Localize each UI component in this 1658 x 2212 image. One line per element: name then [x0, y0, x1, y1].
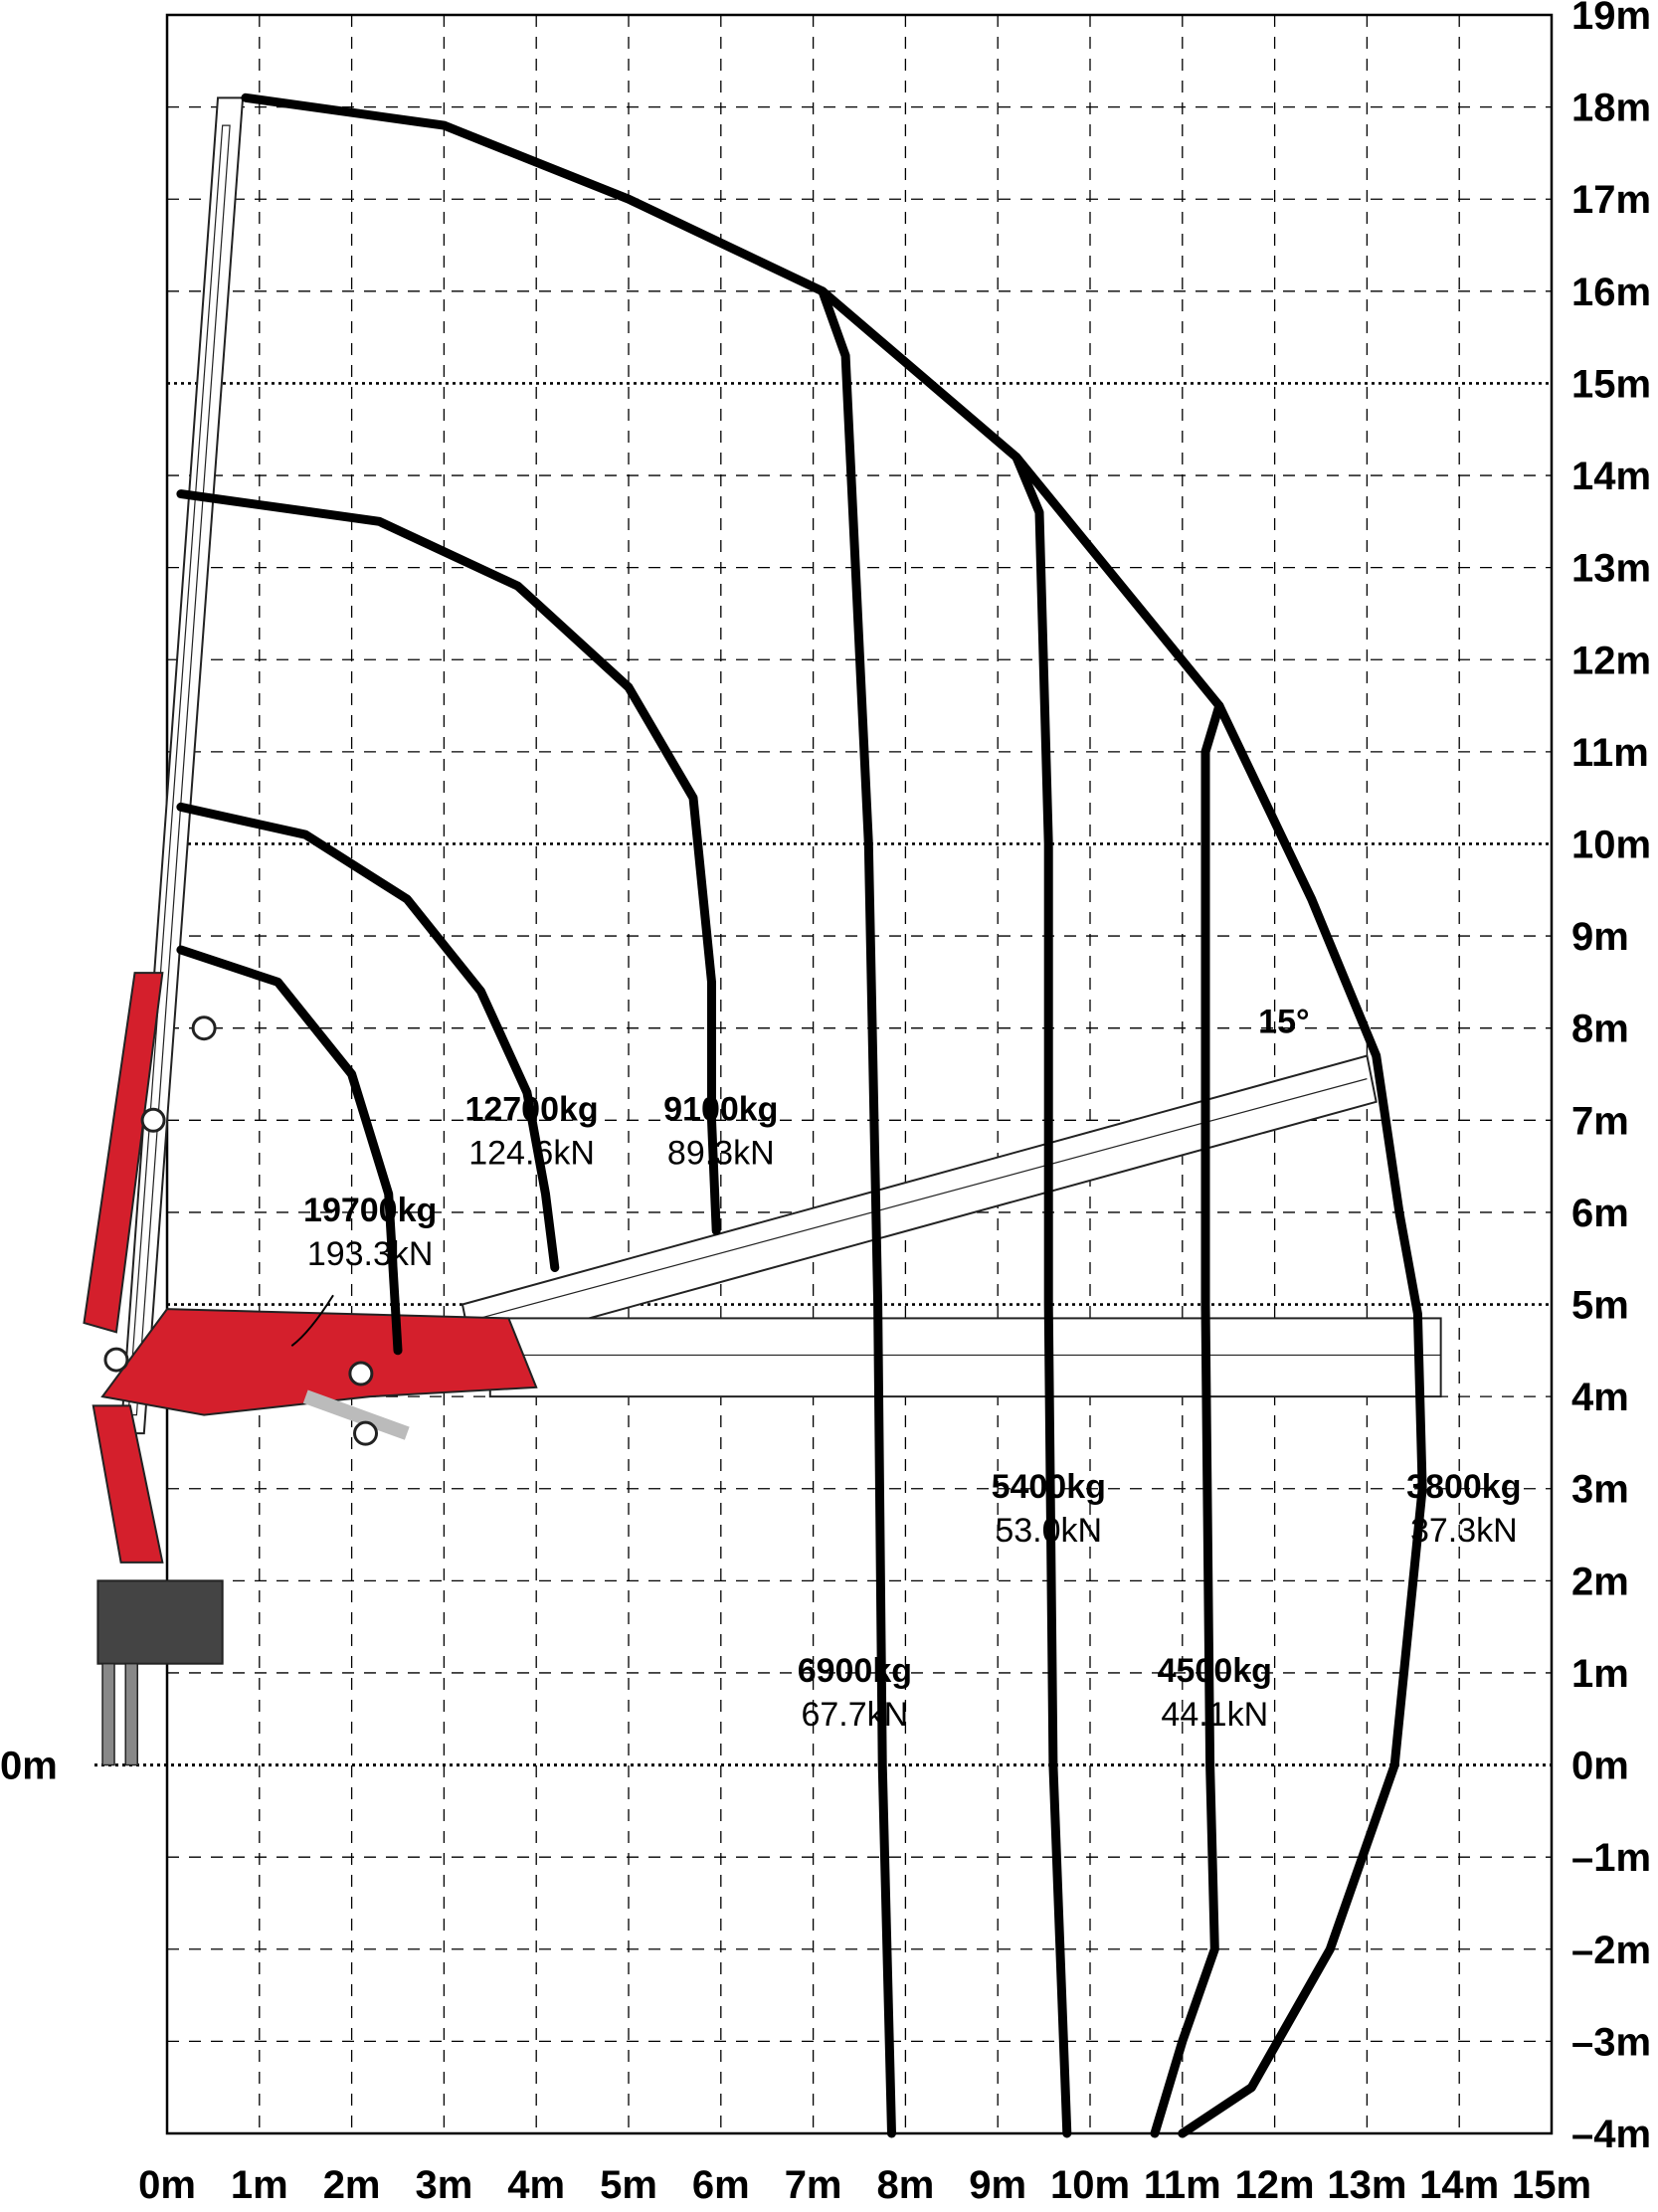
y-tick-label: –4m [1571, 2113, 1651, 2156]
load-curve [1012, 453, 1072, 2138]
x-tick-label: 14m [1419, 2163, 1499, 2207]
y-tick-label: 13m [1571, 547, 1651, 591]
y-tick-label: 3m [1571, 1468, 1629, 1512]
load-label-kn: 37.3kN [1410, 1512, 1518, 1550]
y-tick-label: 10m [1571, 823, 1651, 866]
load-curve [176, 802, 560, 1272]
y-tick-label: 4m [1571, 1376, 1629, 1419]
boom-15deg [461, 1054, 1378, 1353]
y-tick-label: 1m [1571, 1652, 1629, 1696]
stabilizer-leg [101, 1662, 115, 1766]
load-label-kg: 19700kg [303, 1192, 437, 1229]
y-tick-label: 15m [1571, 362, 1651, 406]
y-tick-label: –2m [1571, 1929, 1651, 1972]
grid [94, 13, 1554, 2135]
load-curve [241, 92, 1427, 2138]
pivot-joint [140, 1107, 166, 1133]
crane-column [92, 1404, 164, 1564]
y-tick-label: 7m [1571, 1099, 1629, 1143]
load-label-kn: 67.7kN [801, 1696, 908, 1734]
x-tick-label: 3m [415, 2163, 472, 2207]
x-tick-label: 0m [138, 2163, 196, 2207]
y-tick-label: 12m [1571, 639, 1651, 682]
pivot-joint [103, 1347, 129, 1373]
boom-vertical [119, 96, 245, 1435]
load-curve [818, 286, 896, 2138]
x-tick-label: 1m [231, 2163, 288, 2207]
x-tick-label: 15m [1512, 2163, 1591, 2207]
hydraulic-cylinder [302, 1389, 410, 1440]
pivot-joint [191, 1015, 217, 1041]
x-tick-label: 5m [600, 2163, 657, 2207]
boom-vertical-inner [127, 124, 231, 1416]
arm-red-horizontal [100, 1308, 538, 1416]
pivot-joint [353, 1420, 379, 1446]
x-tick-label: 4m [507, 2163, 565, 2207]
stabilizer-leg [124, 1662, 138, 1766]
load-label-kn: 193.3kN [307, 1235, 434, 1273]
x-tick-label: 11m [1144, 2163, 1221, 2207]
y-tick-label: 18m [1571, 87, 1651, 130]
load-label-kn: 89.3kN [667, 1134, 775, 1172]
crane-illustration [83, 96, 1442, 1766]
load-label-kg: 4500kg [1158, 1652, 1272, 1690]
load-curve [176, 945, 403, 1356]
crane-base [96, 1579, 224, 1665]
y-tick-label: 6m [1571, 1192, 1629, 1235]
x-tick-label: 6m [692, 2163, 750, 2207]
y-tick-label: 17m [1571, 178, 1651, 222]
load-curves [176, 92, 1427, 2138]
y-tick-label: 14m [1571, 455, 1651, 498]
boom-15deg-inner [461, 1078, 1368, 1324]
y-tick-label: 2m [1571, 1560, 1629, 1603]
load-labels: 19700kg 193.3kN 12700kg 124.6kN 9100kg 89.3kN… [290, 1003, 1522, 1734]
y-tick-label: –1m [1571, 1836, 1651, 1880]
load-curve [1150, 701, 1224, 2138]
y-left-label: 0m [0, 1745, 58, 1788]
x-tick-label: 7m [785, 2163, 842, 2207]
x-tick-label: 10m [1050, 2163, 1130, 2207]
y-tick-label: 16m [1571, 271, 1651, 314]
load-label-kg: 9100kg [663, 1090, 778, 1128]
load-curve [176, 489, 721, 1235]
x-tick-label: 9m [969, 2163, 1026, 2207]
boom-horizontal [488, 1317, 1442, 1398]
arm-red-vertical [83, 972, 164, 1334]
load-label-kg: 5400kg [992, 1468, 1106, 1506]
x-tick-label: 8m [876, 2163, 934, 2207]
x-tick-label: 12m [1235, 2163, 1315, 2207]
y-tick-label: 9m [1571, 915, 1629, 959]
load-label-kn: 124.6kN [468, 1134, 595, 1172]
y-tick-label: 11m [1571, 731, 1649, 775]
load-label-kg: 3800kg [1406, 1468, 1521, 1506]
leader-line [290, 1294, 334, 1348]
angle-label: 15° [1258, 1003, 1309, 1040]
pivot-joint [348, 1361, 374, 1386]
y-tick-label: 0m [1571, 1745, 1629, 1788]
y-tick-label: –3m [1571, 2020, 1651, 2064]
load-label-kn: 53.0kN [995, 1512, 1102, 1550]
load-label-kg: 6900kg [798, 1652, 912, 1690]
y-tick-label: 19m [1571, 0, 1651, 38]
load-label-kg: 12700kg [464, 1090, 598, 1128]
load-label-kn: 44.1kN [1161, 1696, 1268, 1734]
x-tick-label: 2m [323, 2163, 381, 2207]
x-tick-label: 13m [1327, 2163, 1406, 2207]
y-tick-label: 5m [1571, 1284, 1629, 1328]
y-tick-label: 8m [1571, 1008, 1629, 1051]
